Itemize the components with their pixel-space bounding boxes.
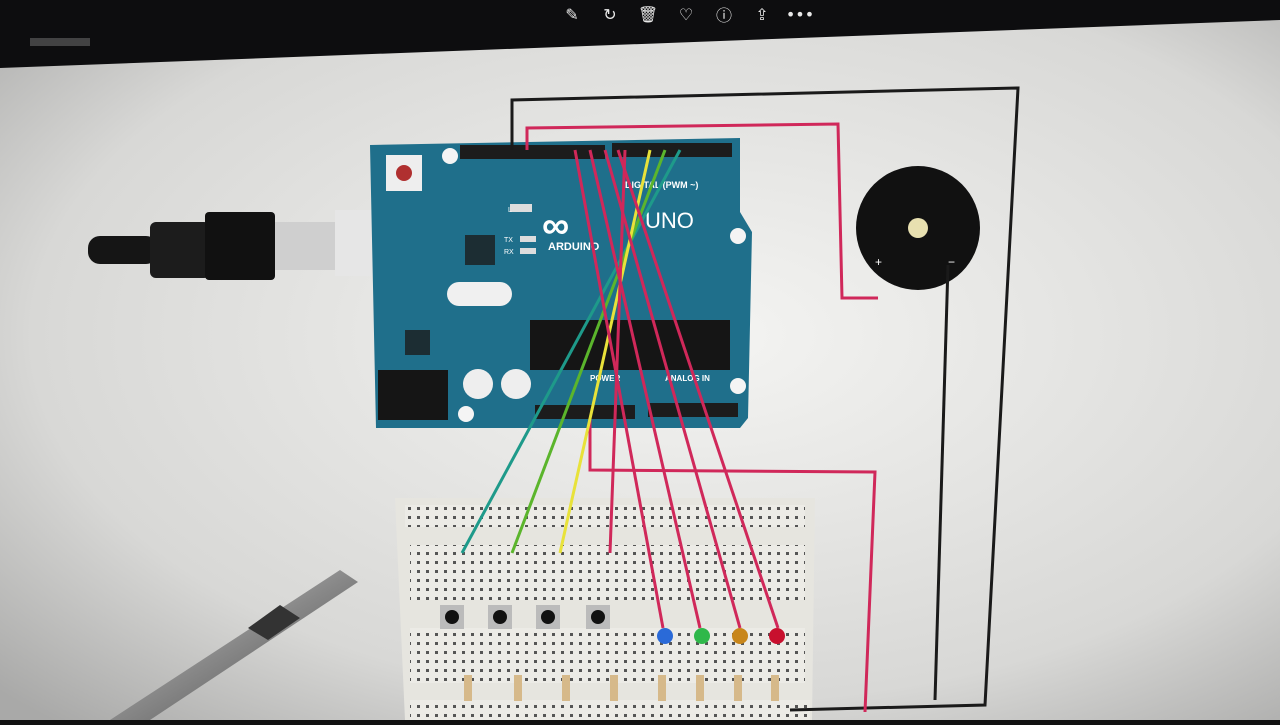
buzzer: + −: [856, 166, 980, 290]
more-icon[interactable]: •••: [785, 4, 815, 24]
resistor: [464, 675, 472, 701]
favorite-icon[interactable]: ♡: [678, 4, 694, 24]
board-logo: ARDUINO: [548, 241, 600, 253]
pen: [110, 570, 358, 720]
push-button-cap: [493, 610, 507, 624]
wire-yellow: [558, 149, 652, 554]
rotate-icon[interactable]: ↻: [603, 4, 617, 24]
delete-icon[interactable]: 🗑: [637, 4, 659, 24]
file-name-blur: [30, 38, 90, 46]
edit-icon[interactable]: ✎: [565, 4, 579, 24]
resistor: [610, 675, 618, 701]
wire-black: [933, 264, 950, 701]
wire-red: [616, 149, 780, 629]
info-icon[interactable]: ⓘ: [715, 6, 732, 25]
resistor: [514, 675, 522, 701]
breadboard: [395, 498, 815, 720]
resistor: [562, 675, 570, 701]
push-button-cap: [541, 610, 555, 624]
photo-viewer-toolbar: ✎ ↻ 🗑 ♡ ⓘ ⇪ •••: [560, 2, 815, 26]
wires: [460, 86, 1020, 713]
wire-black: [510, 86, 1020, 712]
wire-red: [588, 149, 702, 629]
led: [657, 628, 673, 644]
led-tx-label: TX: [504, 237, 513, 244]
led-l-label: L: [508, 207, 512, 214]
power-label: POWER: [590, 374, 620, 383]
wire-teal: [460, 149, 682, 554]
wire-red: [573, 149, 665, 629]
analog-label: ANALOG IN: [665, 374, 710, 383]
led: [694, 628, 710, 644]
resistor: [696, 675, 704, 701]
push-button-cap: [445, 610, 459, 624]
arduino-board: ∞ ARDUINO UNO DIGITAL (PWM ~) POWER ANAL…: [370, 138, 752, 428]
board-model: UNO: [645, 208, 694, 233]
buzzer-plus-label: +: [875, 255, 882, 269]
share-icon[interactable]: ⇪: [755, 4, 769, 24]
svg-text:∞: ∞: [542, 205, 569, 247]
resistor: [771, 675, 779, 701]
wire-red: [603, 149, 742, 629]
resistor: [734, 675, 742, 701]
led: [769, 628, 785, 644]
led-rx-label: RX: [504, 249, 514, 256]
buzzer-minus-label: −: [948, 255, 955, 269]
led: [732, 628, 748, 644]
push-button-cap: [591, 610, 605, 624]
resistor: [658, 675, 666, 701]
wire-red: [525, 122, 878, 300]
wire-red: [588, 418, 877, 713]
